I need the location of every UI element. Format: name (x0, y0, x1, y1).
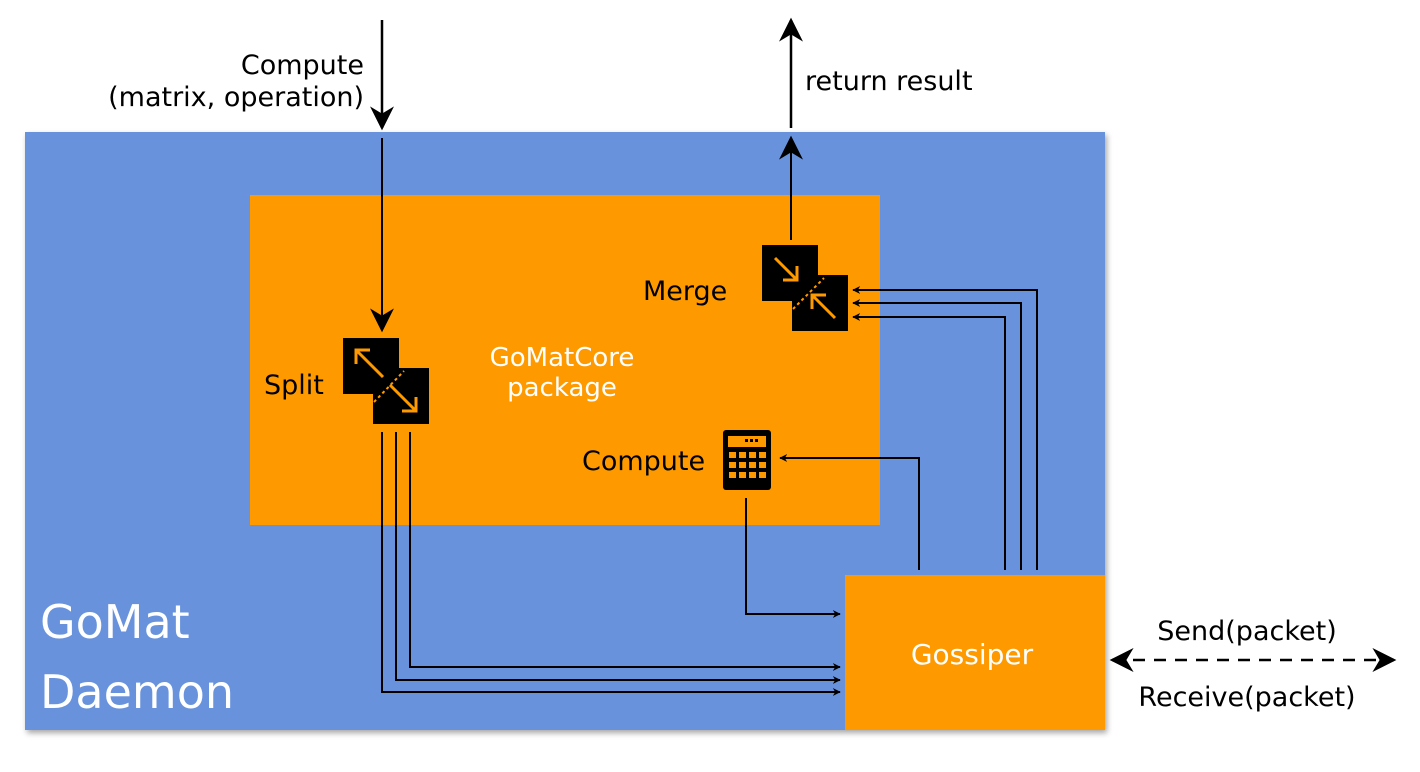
daemon-label-line2: Daemon (40, 665, 234, 719)
input-compute-args-label: (matrix, operation) (108, 82, 364, 113)
compute-to-gossiper-arrow (745, 498, 841, 618)
daemon-label-line1: GoMat (40, 595, 190, 649)
split-arrows-icon (343, 338, 429, 424)
gossiper-to-compute-arrow (779, 454, 920, 570)
core-label-line2: package (507, 373, 617, 403)
split-to-gossiper-arrows (381, 432, 841, 696)
receive-packet-label: Receive(packet) (1138, 682, 1355, 713)
split-label: Split (264, 370, 324, 401)
return-result-label: return result (805, 66, 973, 97)
gossiper-box (845, 575, 1105, 730)
merge-arrows-icon (762, 245, 848, 331)
input-compute-label: Compute (241, 50, 364, 81)
compute-label: Compute (582, 446, 705, 477)
core-label-line1: GoMatCore (490, 343, 635, 373)
gossiper-label: Gossiper (911, 638, 1034, 671)
merge-label: Merge (643, 276, 727, 307)
calculator-icon (723, 430, 771, 490)
send-packet-label: Send(packet) (1157, 616, 1336, 647)
gossiper-to-merge-arrows (852, 286, 1038, 570)
